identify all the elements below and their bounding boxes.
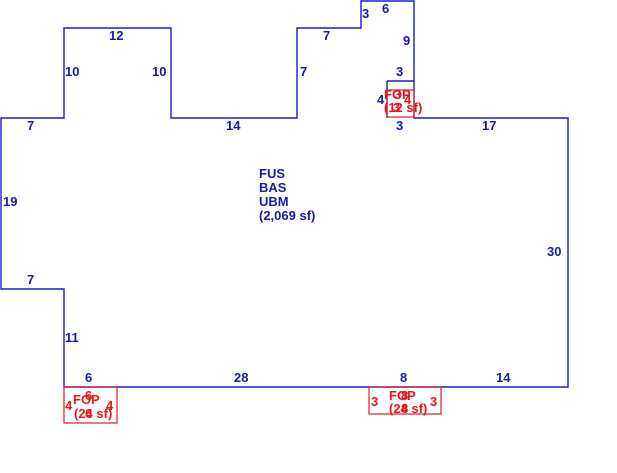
dimension-label: 8 xyxy=(400,370,407,385)
porch-area: (12 sf) xyxy=(384,100,422,115)
porch-2-outline xyxy=(63,386,118,424)
porch-area: (24 sf) xyxy=(389,401,427,416)
porch-dimension: 4 xyxy=(106,398,114,413)
dimension-label: 28 xyxy=(234,370,248,385)
dimension-label: 10 xyxy=(65,64,79,79)
porch-code: FOP xyxy=(73,392,100,407)
porch-dimension: 4 xyxy=(404,92,412,107)
dimension-label: 3 xyxy=(396,118,403,133)
porch-dimension: 3 xyxy=(430,394,437,409)
area-code-bas: BAS xyxy=(259,180,287,195)
dimension-label: 10 xyxy=(152,64,166,79)
dimension-label: 7 xyxy=(300,64,307,79)
dimension-label: 14 xyxy=(496,370,511,385)
area-code-fus: FUS xyxy=(259,166,285,181)
area-size: (2,069 sf) xyxy=(259,208,315,223)
dimension-label: 14 xyxy=(226,118,241,133)
dimension-label: 7 xyxy=(27,272,34,287)
dimension-label: 17 xyxy=(482,118,496,133)
dimension-label: 6 xyxy=(382,1,389,16)
porch-dimension: 8 xyxy=(401,388,408,403)
dimension-label: 19 xyxy=(3,194,17,209)
dimension-label: 11 xyxy=(65,330,79,345)
dimension-label: 7 xyxy=(323,28,330,43)
dimension-label: 6 xyxy=(85,370,92,385)
porch-code: FOP xyxy=(384,87,411,102)
porch-dimension: 6 xyxy=(85,406,92,421)
area-code-ubm: UBM xyxy=(259,194,289,209)
dimension-label: 30 xyxy=(547,244,561,259)
porch-3-outline xyxy=(368,386,442,415)
porch-dimension: 3 xyxy=(393,100,400,115)
dimension-label: 7 xyxy=(27,118,34,133)
dimension-label: 12 xyxy=(109,28,123,43)
main-building-outline xyxy=(0,0,569,388)
dimension-label: 3 xyxy=(362,6,369,21)
porch-dimension: 4 xyxy=(65,398,73,413)
porch-dimension: 3 xyxy=(371,394,378,409)
porch-code: FOP xyxy=(389,388,416,403)
porch-dimension: 8 xyxy=(401,401,408,416)
porch-area: (24 sf) xyxy=(74,406,112,421)
porch-dimension: 6 xyxy=(85,388,92,403)
dimension-label: 3 xyxy=(396,64,403,79)
porch-dimension: 4 xyxy=(377,92,385,107)
porch-dimension: 3 xyxy=(394,87,401,102)
dimension-label: 9 xyxy=(403,33,410,48)
porch-1-outline xyxy=(386,89,415,118)
